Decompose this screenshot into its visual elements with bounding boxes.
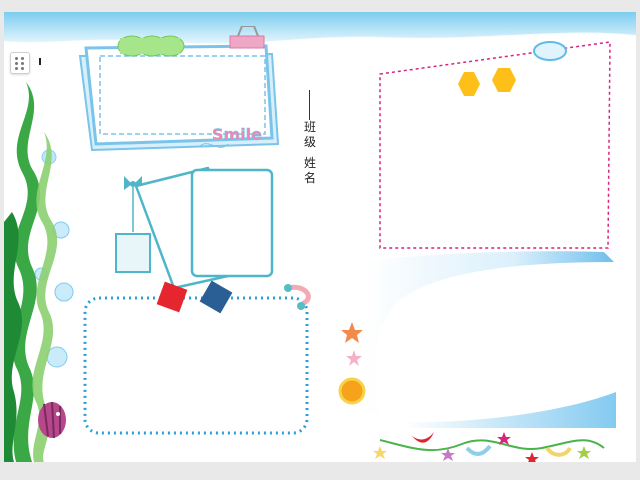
class-name-label: 班 级 姓 名 [301, 90, 319, 186]
dashed-photo-frame[interactable] [374, 36, 614, 256]
binder-clip-icon [229, 26, 265, 49]
page-background-art [4, 12, 636, 462]
fish-icon [38, 401, 66, 439]
cloud-photo-frame[interactable]: Smile [72, 26, 292, 161]
hanging-cards [115, 166, 274, 290]
window-bottom-strip [0, 462, 640, 480]
text-cursor [39, 58, 41, 65]
hexagon-shape [492, 68, 516, 92]
name-char-1: 姓 [303, 156, 316, 170]
smile-sticker: Smile [212, 125, 262, 144]
grid-handle-icon[interactable] [10, 52, 30, 74]
dotted-text-frame[interactable] [80, 280, 316, 456]
blue-diamond [199, 280, 233, 314]
class-char-2: 级 [303, 135, 316, 149]
underline-rule [309, 90, 311, 120]
cloud-label-tag [117, 35, 185, 57]
window-top-strip [0, 0, 640, 12]
red-diamond [156, 281, 188, 313]
sun-icon [338, 377, 366, 405]
class-char-1: 班 [303, 120, 316, 134]
garland-decor [373, 432, 605, 462]
starfish-icon [341, 322, 363, 343]
bubble-icon [533, 41, 567, 61]
hexagon-shape [458, 72, 480, 96]
magnet-hook-icon [284, 284, 311, 310]
starfish-icon [346, 350, 362, 366]
sea-decor [338, 322, 366, 405]
name-char-2: 名 [303, 171, 316, 185]
document-page: Smile 班 级 姓 名 [4, 12, 636, 462]
